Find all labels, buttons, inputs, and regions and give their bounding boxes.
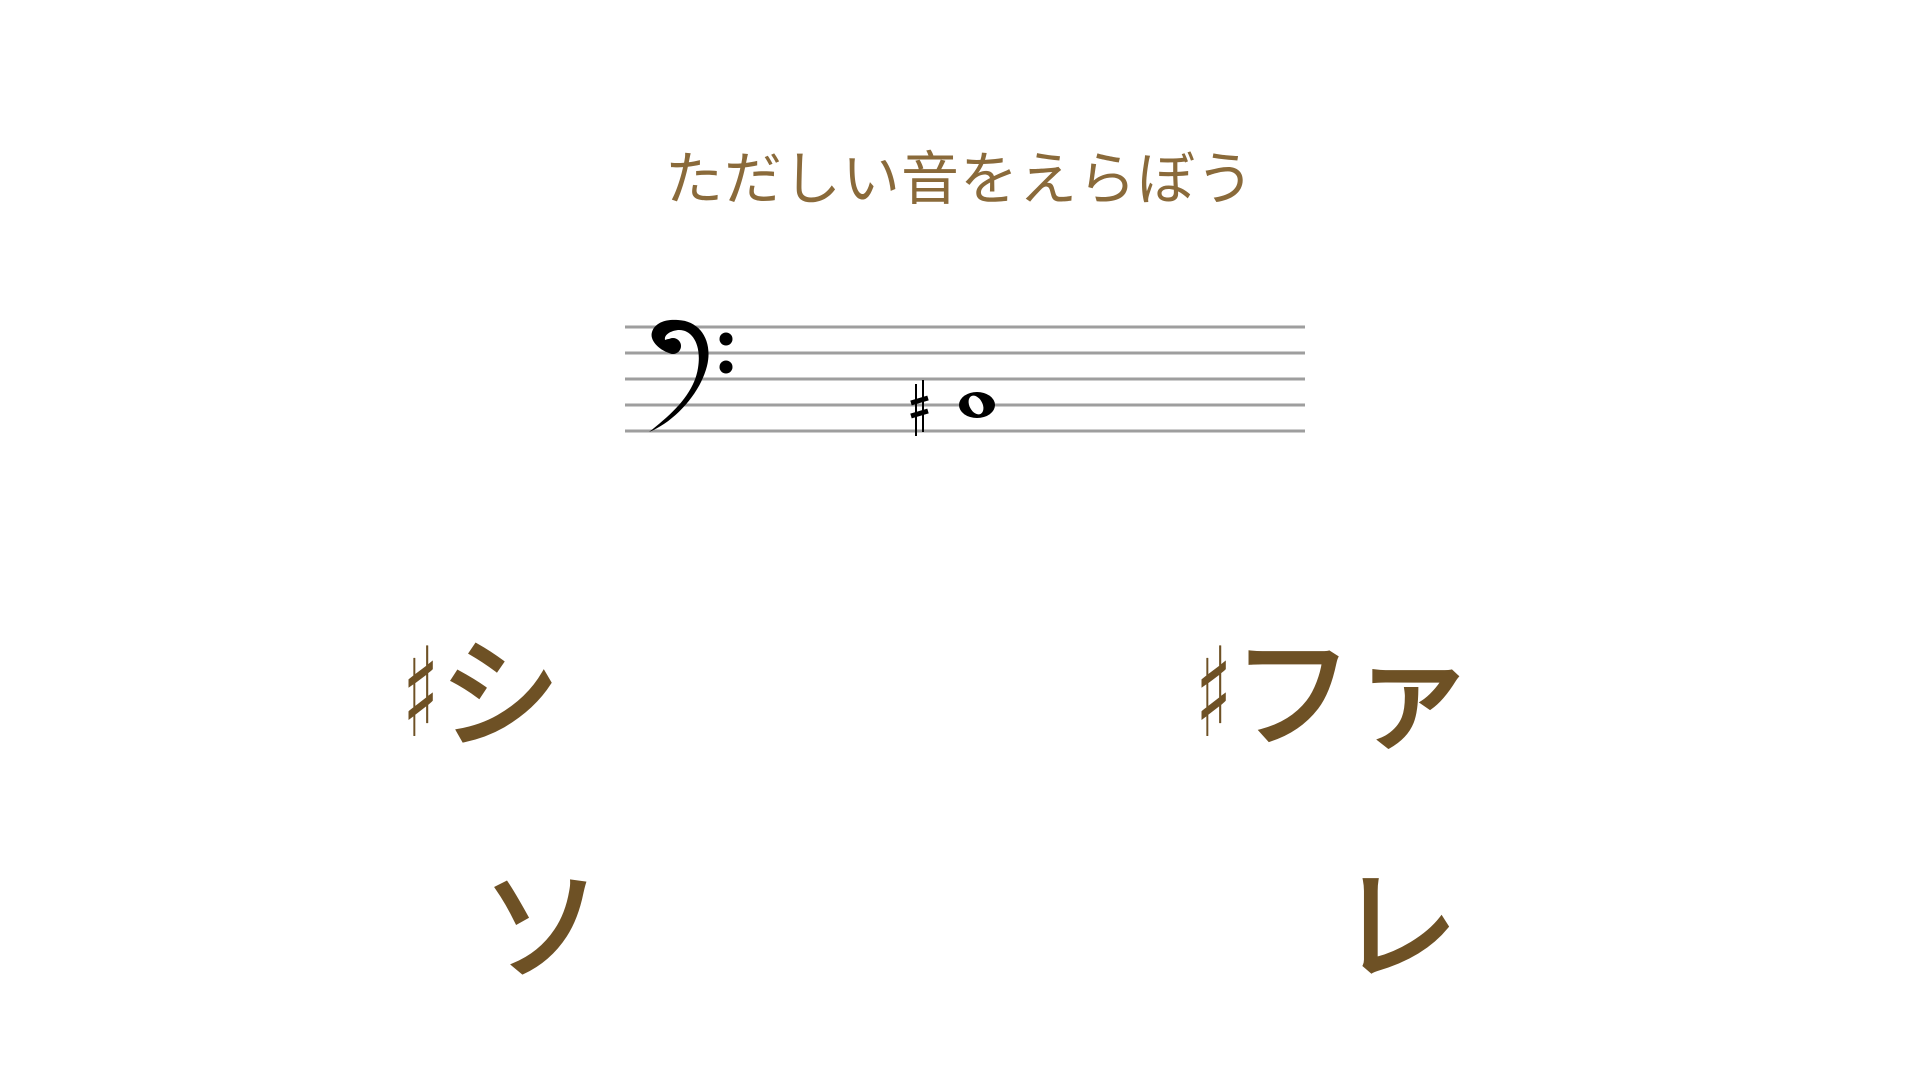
whole-note-icon [959,392,995,418]
staff-lines [625,325,1305,433]
bass-clef-icon [649,319,733,432]
music-staff [625,319,1305,436]
sharp-icon: ♯ [402,622,440,766]
question-prompt: ただしい音をえらぼう [664,145,1255,213]
answer-label: シ [440,625,561,766]
answer-label: レ [1338,857,1458,998]
answer-choice-sharp-si[interactable]: ♯ シ [402,632,560,756]
answer-choice-re[interactable]: レ [1338,868,1458,988]
answer-choice-so[interactable]: ソ [482,868,602,988]
sharp-icon: ♯ [1195,622,1233,766]
answer-label: ファ [1233,625,1474,766]
answer-label: ソ [482,857,602,998]
sharp-icon [910,380,929,436]
answer-choice-sharp-fa[interactable]: ♯ ファ [1195,632,1473,756]
